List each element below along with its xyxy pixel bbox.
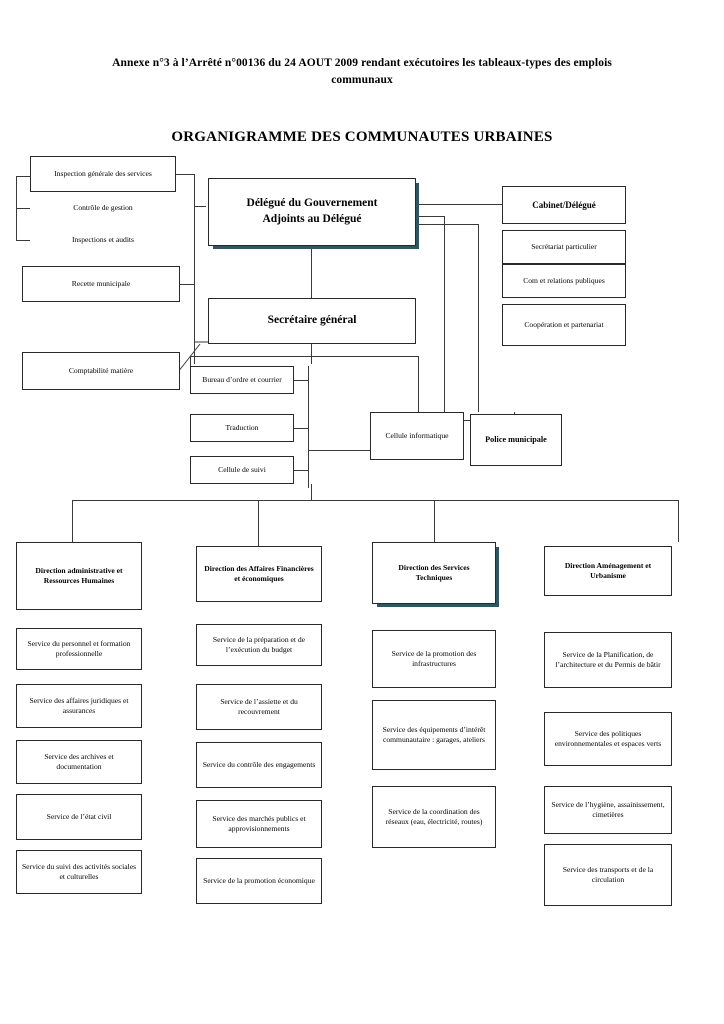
box-delegue-du-gouvernement[interactable]: Délégué du Gouvernement Adjoints au Délé… [208,178,416,246]
bracket-arm-bottom [16,240,30,241]
box-inspection-generale[interactable]: Inspection générale des services [30,156,176,192]
connector-cellule-suivi [294,470,308,471]
bracket-arm-top [16,176,30,177]
service-amenagement-2[interactable]: Service des politiques environnementales… [544,712,672,766]
service-amenagement-3[interactable]: Service de l’hygiène, assainissement, ci… [544,786,672,834]
connector-traduction [294,428,308,429]
box-direction-amenagement[interactable]: Direction Aménagement et Urbanisme [544,546,672,596]
box-secretariat-particulier[interactable]: Secrétariat particulier [502,230,626,264]
box-direction-administrative[interactable]: Direction administrative et Ressources H… [16,542,142,610]
direction-administrative-line-2: Ressources Humaines [43,576,115,585]
connector-main-bus [72,500,678,501]
service-admin-4[interactable]: Service de l’état civil [16,794,142,840]
connector-sg-bus-right [418,356,419,362]
bracket-arm-mid [16,208,30,209]
box-direction-finances[interactable]: Direction des Affaires Financières et éc… [196,546,322,602]
direction-techniques-line-1: Direction des Services [398,562,470,572]
label-controle-gestion: Contrôle de gestion [73,202,133,212]
direction-finances-line-2: et économiques [234,574,284,583]
connector-drop-dir-4 [678,500,679,542]
box-bureau-ordre-courrier[interactable]: Bureau d’ordre et courrier [190,366,294,394]
connector-sg-bus-left [190,356,191,366]
service-admin-2[interactable]: Service des affaires juridiques et assur… [16,684,142,728]
direction-amenagement-line-1: Direction Aménagement et [564,560,652,570]
connector-cellule-informatique-v [418,362,419,412]
service-finances-4[interactable]: Service des marchés publics et approvisi… [196,800,322,848]
service-techniques-3[interactable]: Service de la coordination des réseaux (… [372,786,496,848]
connector-sg-down [311,344,312,364]
direction-techniques-line-2: Techniques [415,573,453,582]
connector-comptabilite-diagonal [177,341,210,373]
connector-sg-bus [190,356,418,357]
connector-left-spine-mid [194,206,206,207]
connector-drop-dir-2 [258,500,259,546]
delegue-line-2: Adjoints au Délégué [262,213,362,225]
box-cellule-informatique[interactable]: Cellule informatique [370,412,464,460]
box-recette-municipale[interactable]: Recette municipale [22,266,180,302]
box-police-municipale[interactable]: Police municipale [470,414,562,466]
connector-drop-dir-1 [72,500,73,542]
box-cabinet-delegue[interactable]: Cabinet/Délégué [502,186,626,224]
connector-delegue-to-sg [311,246,312,298]
service-techniques-2[interactable]: Service des équipements d’intérêt commun… [372,700,496,770]
connector-recette [180,284,194,285]
service-amenagement-4[interactable]: Service des transports et de la circulat… [544,844,672,906]
label-inspections-audits: Inspections et audits [71,234,134,244]
box-traduction[interactable]: Traduction [190,414,294,442]
connector-support-spine [308,366,309,488]
connector-right-spine-b [478,224,479,412]
service-admin-1[interactable]: Service du personnel et formation profes… [16,628,142,670]
annexe-title: Annexe n°3 à l’Arrêté n°00136 du 24 AOUT… [112,57,612,87]
connector-inspection [176,174,194,175]
box-direction-techniques[interactable]: Direction des Services Techniques [372,542,496,604]
direction-finances-line-1: Direction des Affaires Financières [204,563,314,573]
service-finances-1[interactable]: Service de la préparation et de l’exécut… [196,624,322,666]
service-techniques-1[interactable]: Service de la promotion des infrastructu… [372,630,496,688]
box-cellule-de-suivi[interactable]: Cellule de suivi [190,456,294,484]
delegue-line-1: Délégué du Gouvernement [246,197,378,210]
service-finances-2[interactable]: Service de l’assiette et du recouvrement [196,684,322,730]
connector-bus-feed [311,484,312,500]
direction-amenagement-line-2: Urbanisme [590,571,626,580]
connector-delegue-cabinet [416,204,502,205]
service-admin-3[interactable]: Service des archives et documentation [16,740,142,784]
direction-administrative-line-1: Direction administrative et [35,565,123,575]
service-admin-5[interactable]: Service du suivi des activités sociales … [16,850,142,894]
service-amenagement-1[interactable]: Service de la Planification, de l’archit… [544,632,672,688]
page-title: ORGANIGRAMME DES COMMUNAUTES URBAINES [171,129,553,145]
box-comptabilite-matiere[interactable]: Comptabilité matière [22,352,180,390]
connector-right-spine-police [444,216,445,420]
box-secretaire-general[interactable]: Secrétaire général [208,298,416,344]
box-com-relations-publiques[interactable]: Com et relations publiques [502,264,626,298]
connector-cellule-informatique-h [308,450,370,451]
service-finances-5[interactable]: Service de la promotion économique [196,858,322,904]
connector-bureau-ordre [294,380,308,381]
connector-drop-dir-3 [434,500,435,542]
connector-delegue-right-a [416,216,444,217]
box-cooperation-partenariat[interactable]: Coopération et partenariat [502,304,626,346]
connector-delegue-right-b [416,224,478,225]
connector-left-spine [194,174,195,364]
service-finances-3[interactable]: Service du contrôle des engagements [196,742,322,788]
